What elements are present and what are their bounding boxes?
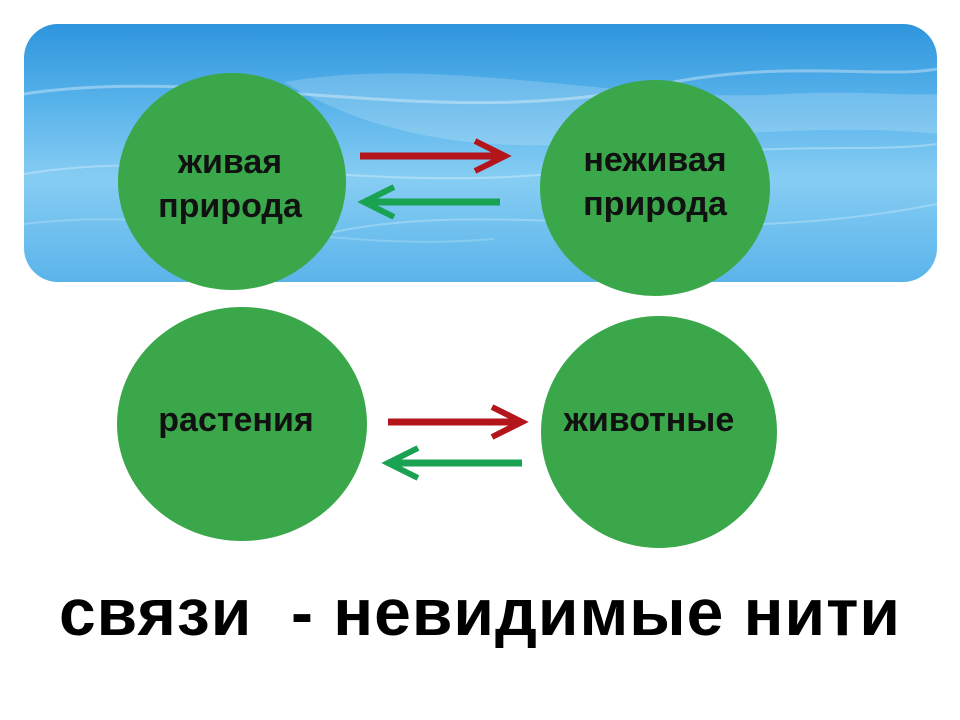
arrow-living-to-nonliving <box>360 138 512 174</box>
node-plants: растения <box>117 307 367 541</box>
node-animals: животные <box>541 316 777 548</box>
node-label: растения <box>158 401 314 439</box>
arrow-animals-to-plants <box>381 445 522 481</box>
slide-caption: связи - невидимые нити <box>58 575 902 649</box>
arrow-head <box>357 184 396 220</box>
node-label: неживая природа <box>583 141 727 223</box>
node-label: живая природа <box>158 142 302 225</box>
node-living-nature: живая природа <box>118 73 346 290</box>
arrow-nonliving-to-living <box>357 184 500 220</box>
arrow-head <box>381 445 420 481</box>
arrow-plants-to-animals <box>388 404 529 440</box>
node-label: животные <box>563 401 735 439</box>
arrow-head <box>490 404 529 440</box>
node-nonliving-nature: неживая природа <box>540 80 770 296</box>
arrow-head <box>473 138 512 174</box>
